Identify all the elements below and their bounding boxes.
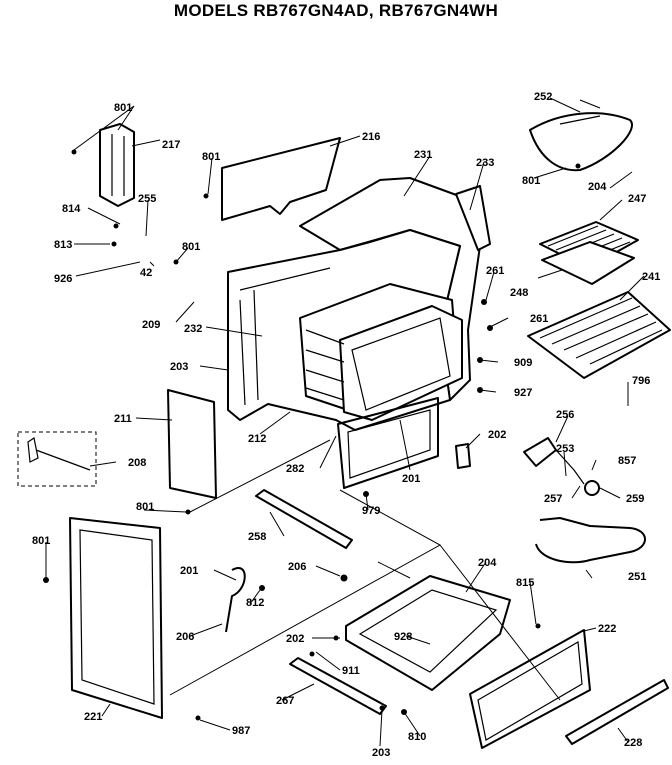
label-201: 201 [402, 473, 420, 485]
part-top-panel-216 [221, 137, 341, 221]
part-hinge-206 [225, 567, 246, 633]
label-926: 926 [54, 273, 72, 285]
part-hinge-233 [455, 185, 491, 251]
leader-lines [45, 97, 645, 747]
label-252: 252 [534, 91, 552, 103]
label-204: 204 [478, 557, 497, 569]
label-979: 979 [362, 505, 380, 517]
part-oven-liner-201 [299, 283, 463, 421]
part-labels: 801 217 216 801 231 233 252 801 204 247 … [32, 91, 660, 759]
part-oven-door-221 [69, 517, 163, 719]
label-202: 202 [488, 429, 506, 441]
label-261: 261 [486, 265, 504, 277]
label-258: 258 [248, 531, 266, 543]
label-256: 256 [556, 409, 574, 421]
label-814: 814 [62, 203, 81, 215]
label-232: 232 [184, 323, 202, 335]
diagram-title: MODELS RB767GN4AD, RB767GN4WH [173, 1, 499, 20]
label-221: 221 [84, 711, 102, 723]
label-202: 202 [286, 633, 304, 645]
label-810: 810 [408, 731, 426, 743]
label-211: 211 [114, 413, 132, 425]
label-911: 911 [342, 665, 360, 677]
part-rail-258 [255, 489, 353, 549]
label-241: 241 [642, 271, 660, 283]
label-801: 801 [114, 102, 132, 114]
label-231: 231 [414, 149, 432, 161]
label-216: 216 [362, 131, 380, 143]
part-rail-267 [289, 657, 387, 715]
part-storage-drawer-204 [345, 575, 511, 691]
label-815: 815 [516, 577, 534, 589]
part-rear-bracket-217 [99, 123, 135, 207]
label-203: 203 [372, 747, 390, 759]
label-813: 813 [54, 239, 72, 251]
label-203: 203 [170, 361, 188, 373]
label-228: 228 [624, 737, 642, 749]
screws [43, 149, 581, 721]
label-233: 233 [476, 157, 494, 169]
label-801: 801 [32, 535, 50, 547]
label-247: 247 [628, 193, 646, 205]
label-208: 208 [128, 457, 146, 469]
part-broil-grid-247 [539, 221, 639, 285]
label-282: 282 [286, 463, 304, 475]
label-909: 909 [514, 357, 532, 369]
part-door-frame-202 [337, 397, 439, 489]
label-42: 42 [140, 267, 152, 279]
part-bake-element-251 [535, 517, 646, 564]
label-987: 987 [232, 725, 250, 737]
part-trim-228 [565, 679, 669, 745]
label-261: 261 [530, 313, 548, 325]
label-251: 251 [628, 571, 646, 583]
label-801: 801 [182, 241, 200, 253]
label-812: 812 [246, 597, 264, 609]
label-209: 209 [142, 319, 160, 331]
label-857: 857 [618, 455, 636, 467]
label-257: 257 [544, 493, 562, 505]
part-box-208 [17, 431, 97, 487]
part-broil-pan-252 [529, 99, 633, 172]
label-253: 253 [556, 443, 574, 455]
label-248: 248 [510, 287, 528, 299]
label-217: 217 [162, 139, 180, 151]
label-801: 801 [522, 175, 540, 187]
label-222: 222 [598, 623, 616, 635]
assembly-guide-lines [169, 439, 561, 701]
part-drawer-front-222 [469, 629, 591, 749]
label-928: 928 [394, 631, 412, 643]
label-206: 206 [288, 561, 306, 573]
label-801: 801 [136, 501, 154, 513]
label-796: 796 [632, 375, 650, 387]
label-255: 255 [138, 193, 156, 205]
label-212: 212 [248, 433, 266, 445]
label-801: 801 [202, 151, 220, 163]
part-oven-rack-241 [527, 291, 671, 379]
label-201: 201 [180, 565, 198, 577]
part-burner-256 [455, 437, 600, 496]
label-259: 259 [626, 493, 644, 505]
label-206: 206 [176, 631, 194, 643]
label-267: 267 [276, 695, 294, 707]
label-927: 927 [514, 387, 532, 399]
part-side-panel-211 [167, 389, 217, 499]
label-204: 204 [588, 181, 607, 193]
